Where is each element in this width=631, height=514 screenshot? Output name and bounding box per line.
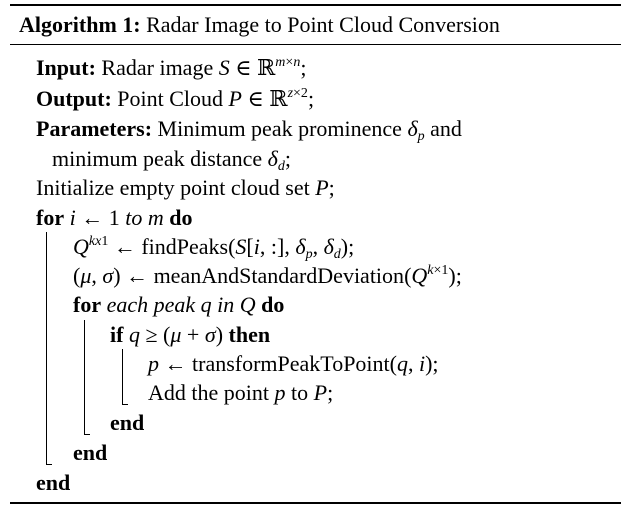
outer-for-block-line <box>46 232 48 465</box>
then-keyword: then <box>228 322 271 347</box>
if-block-line <box>122 349 124 405</box>
for-each-text: each peak <box>106 292 196 317</box>
parameters-line2-text: minimum peak distance <box>52 146 263 171</box>
end-if: end <box>110 410 145 435</box>
top-rule <box>10 4 621 6</box>
for-keyword: for <box>36 205 65 230</box>
for-each-set: Q <box>239 292 256 317</box>
find-peaks-fn: findPeaks <box>141 234 229 259</box>
find-peaks-line: Qkx1 ← findPeaks(S[i, :], δp, δd); <box>73 234 355 262</box>
input-math: S ∈ ℝm×n; <box>218 55 307 80</box>
mean-std-fn: meanAndStandardDeviation <box>153 263 405 288</box>
transform-fn: transformPeakToPoint <box>192 351 390 376</box>
add-point-line: Add the point p to P; <box>148 380 333 406</box>
for-each-in: in <box>217 292 235 317</box>
transform-args: (q, i); <box>389 351 439 376</box>
add-point-set: P; <box>313 380 334 405</box>
add-point-var: p <box>274 380 286 405</box>
for-each-var: q <box>200 292 212 317</box>
for-range-start: i ← 1 <box>69 205 120 230</box>
inner-for-block-line <box>84 320 86 435</box>
initialize-text: Initialize empty point cloud set <box>36 175 310 200</box>
mean-std-lhs: (μ, σ) ← <box>73 263 154 288</box>
add-point-text: Add the point <box>148 380 269 405</box>
transform-lhs: p ← <box>148 351 192 376</box>
parameters-line-2: minimum peak distance δd; <box>52 146 292 174</box>
parameters-label: Parameters: <box>36 116 153 141</box>
parameters-and: and <box>430 116 462 141</box>
if-keyword: if <box>110 322 124 347</box>
algorithm-caption: Algorithm 1: Radar Image to Point Cloud … <box>19 12 500 38</box>
to-keyword: to <box>125 205 143 230</box>
mean-std-line: (μ, σ) ← meanAndStandardDeviation(Qk×1); <box>73 263 462 289</box>
algorithm-title: Radar Image to Point Cloud Conversion <box>146 12 500 37</box>
caption-rule <box>10 44 621 46</box>
delta-p-math: δp <box>407 116 425 144</box>
output-math: P ∈ ℝz×2; <box>228 86 315 111</box>
inner-for-block-hook <box>84 434 90 436</box>
parameters-text: Minimum peak prominence <box>157 116 402 141</box>
for-each-line: for each peak q in Q do <box>73 292 284 318</box>
initialize-math: P; <box>315 175 335 200</box>
initialize-line: Initialize empty point cloud set P; <box>36 175 335 201</box>
input-line: Input: Radar image S ∈ ℝm×n; <box>36 55 306 81</box>
delta-d-math: δd; <box>267 146 292 174</box>
input-label: Input: <box>36 55 96 80</box>
find-peaks-args: (S[i, :], δp, δd); <box>228 234 355 262</box>
for-range-end: m <box>147 205 164 230</box>
do-keyword: do <box>169 205 193 230</box>
find-peaks-lhs: Qkx1 ← <box>73 234 142 259</box>
inner-do-keyword: do <box>261 292 285 317</box>
parameters-line: Parameters: Minimum peak prominence δp a… <box>36 116 462 144</box>
bottom-rule <box>10 502 621 504</box>
mean-std-args: (Qk×1); <box>404 263 462 288</box>
output-line: Output: Point Cloud P ∈ ℝz×2; <box>36 86 314 112</box>
input-text: Radar image <box>101 55 214 80</box>
if-line: if q ≥ (μ + σ) then <box>110 322 270 348</box>
add-point-to: to <box>291 380 309 405</box>
end-outer-for: end <box>36 470 71 495</box>
if-condition: q ≥ (μ + σ) <box>128 322 224 347</box>
output-text: Point Cloud <box>117 86 224 111</box>
outer-for-block-hook <box>46 464 52 466</box>
transform-line: p ← transformPeakToPoint(q, i); <box>148 351 439 377</box>
end-inner-for: end <box>73 440 108 465</box>
algorithm-label: Algorithm 1: <box>19 12 141 37</box>
if-block-hook <box>122 404 128 406</box>
for-loop-line: for i ← 1 to m do <box>36 205 192 231</box>
output-label: Output: <box>36 86 112 111</box>
inner-for-keyword: for <box>73 292 102 317</box>
